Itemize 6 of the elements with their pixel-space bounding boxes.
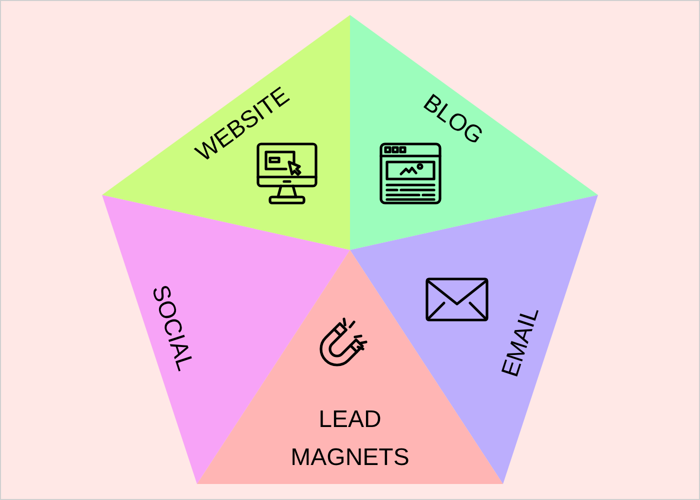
segment-label: LEAD MAGNETS — [290, 405, 410, 473]
pentagon-segment — [102, 15, 350, 250]
pentagon-segment — [197, 250, 503, 484]
segment-label: EMAIL — [496, 303, 546, 381]
segment-label: SOCIAL — [145, 282, 199, 374]
pentagon-segment — [350, 15, 598, 250]
